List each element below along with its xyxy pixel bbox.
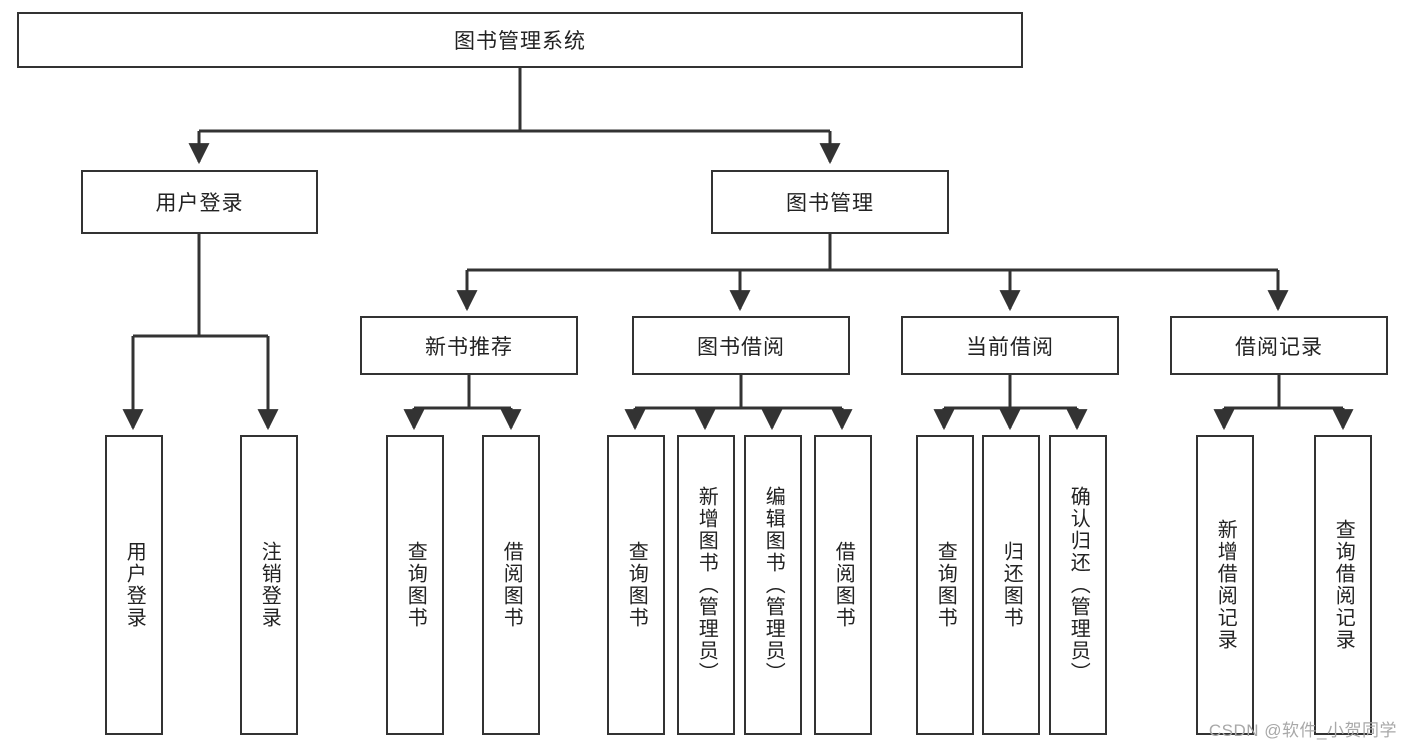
node-label: 图书管理系统 [454,30,586,53]
leaf-record-query[interactable]: 查询借阅记录 [1314,435,1372,735]
leaf-record-add[interactable]: 新增借阅记录 [1196,435,1254,735]
node-label: 确认归还（管理员） [1067,486,1090,684]
leaf-user-login-logout[interactable]: 注销登录 [240,435,298,735]
node-book-borrow[interactable]: 图书借阅 [632,316,850,375]
node-label: 当前借阅 [966,335,1054,359]
node-label: 借阅记录 [1235,335,1323,359]
node-label: 借阅图书 [500,541,523,629]
node-label: 图书管理 [786,192,874,215]
node-book-management[interactable]: 图书管理 [711,170,949,234]
node-borrow-record[interactable]: 借阅记录 [1170,316,1388,375]
node-current-borrow[interactable]: 当前借阅 [901,316,1119,375]
node-user-login[interactable]: 用户登录 [81,170,318,234]
node-label: 查询图书 [625,541,648,629]
node-label: 查询借阅记录 [1332,519,1355,651]
node-label: 编辑图书（管理员） [762,486,785,684]
node-label: 借阅图书 [832,541,855,629]
leaf-user-login-login[interactable]: 用户登录 [105,435,163,735]
node-label: 新书推荐 [425,335,513,359]
node-label: 归还图书 [1000,541,1023,629]
leaf-current-return-book[interactable]: 归还图书 [982,435,1040,735]
node-label: 图书借阅 [697,335,785,359]
node-label: 注销登录 [258,541,281,629]
node-label: 用户登录 [155,192,244,215]
leaf-new-book-query[interactable]: 查询图书 [386,435,444,735]
leaf-borrow-edit-book-admin[interactable]: 编辑图书（管理员） [744,435,802,735]
node-label: 用户登录 [123,541,146,629]
node-new-book-recommend[interactable]: 新书推荐 [360,316,578,375]
node-root-system[interactable]: 图书管理系统 [17,12,1023,68]
leaf-current-confirm-return-admin[interactable]: 确认归还（管理员） [1049,435,1107,735]
node-label: 查询图书 [934,541,957,629]
node-label: 查询图书 [404,541,427,629]
leaf-borrow-add-book-admin[interactable]: 新增图书（管理员） [677,435,735,735]
leaf-current-query-book[interactable]: 查询图书 [916,435,974,735]
node-label: 新增借阅记录 [1214,519,1237,651]
watermark: CSDN @软件_小贺同学 [1208,721,1397,740]
leaf-new-book-borrow[interactable]: 借阅图书 [482,435,540,735]
leaf-borrow-query-book[interactable]: 查询图书 [607,435,665,735]
node-label: 新增图书（管理员） [695,486,718,684]
leaf-borrow-borrow-book[interactable]: 借阅图书 [814,435,872,735]
